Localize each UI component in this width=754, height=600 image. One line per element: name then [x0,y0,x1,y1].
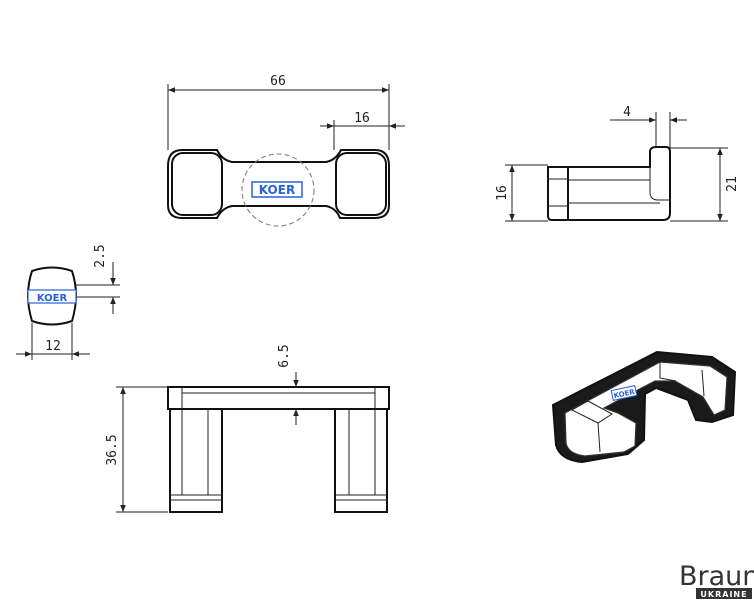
top-view: 66 16 KOER [167,74,405,227]
brand-name: Brauni [679,561,754,592]
detail-circle [241,153,315,227]
dim-top-width: 66 [270,74,286,89]
logo-text: KOER [259,183,295,197]
side-view: 4 16 21 [495,105,740,222]
dim-front-thickness: 6.5 [277,344,292,367]
dim-side-top: 4 [623,105,631,120]
dim-small-width: 12 [45,339,61,354]
logo-box [251,181,303,198]
front-view: 6.5 36.5 [105,344,390,513]
brand-tagline: UKRAINE [700,590,747,599]
brand-logo: Brauni UKRAINE [679,561,754,599]
end-view: 2.5 KOER 12 [16,244,120,360]
isometric-view: KOER [551,350,737,464]
dim-hook-width: 16 [354,111,370,126]
dim-small-top: 2.5 [93,244,108,267]
dim-side-right: 21 [725,176,740,192]
end-logo-text: KOER [37,293,68,304]
dim-side-left: 16 [495,185,510,201]
dim-front-height: 36.5 [105,434,120,465]
